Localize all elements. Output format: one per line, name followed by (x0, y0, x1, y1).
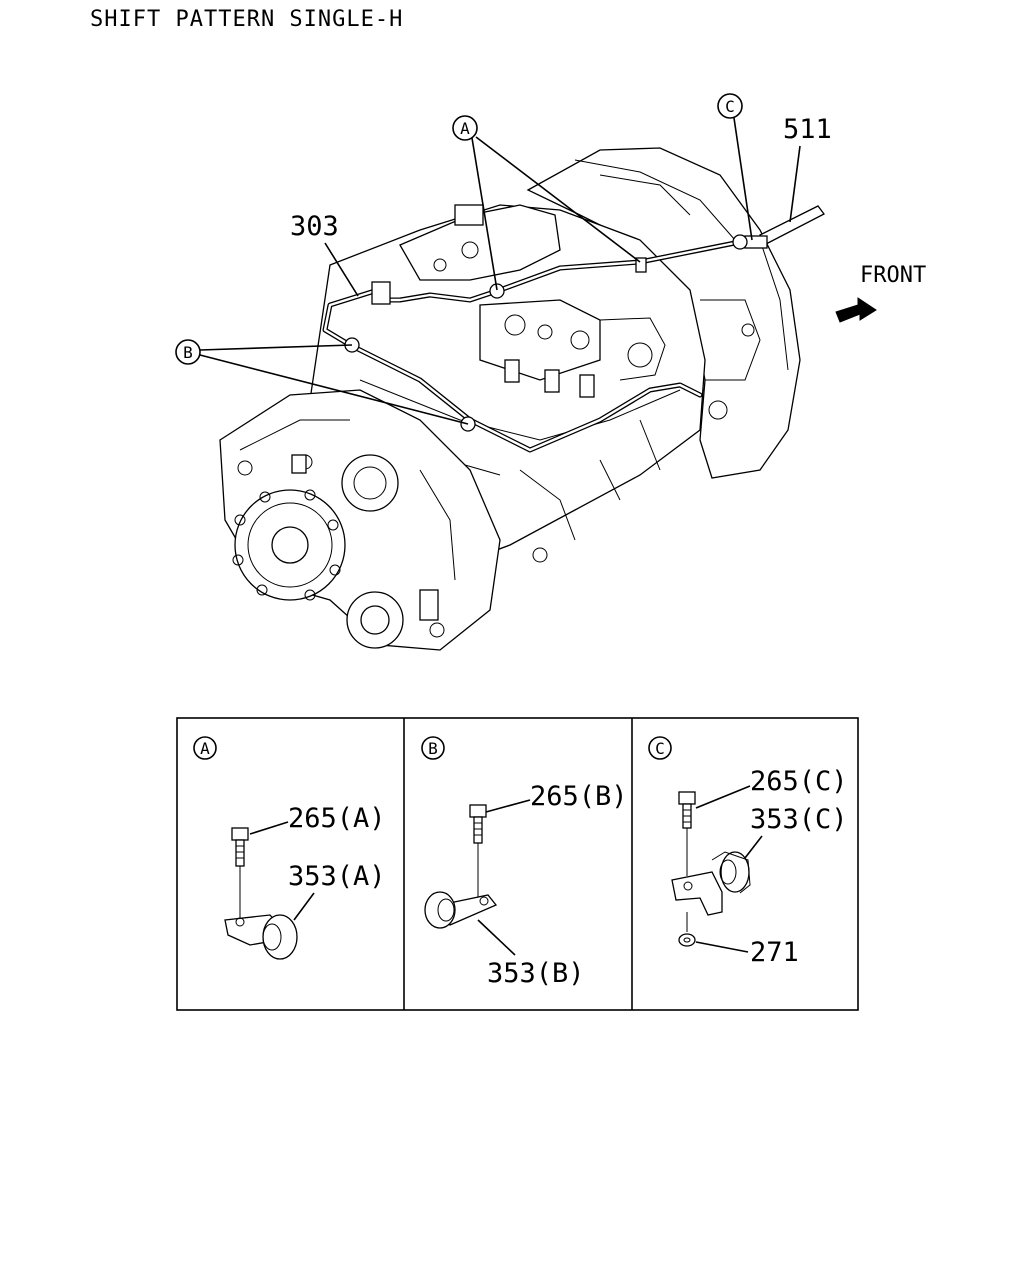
front-arrow-icon (835, 297, 877, 323)
part-label-271: 271 (750, 937, 799, 968)
detail-a: A 265(A) 353(A) (193, 736, 386, 960)
callout-b: B (175, 339, 469, 425)
clip-icon (424, 891, 498, 929)
detail-c: C 265(C) 353(C) 271 (648, 736, 848, 968)
detail-b-marker: B (428, 739, 438, 758)
bolt-icon (469, 804, 487, 898)
detail-panels (176, 717, 859, 1011)
detail-b: B 265(B) 353(B) (421, 736, 628, 989)
part-label-265b: 265(B) (530, 781, 628, 812)
detail-c-marker: C (655, 739, 665, 758)
part-label-353c: 353(C) (750, 804, 848, 835)
transmission-assembly-drawing (219, 147, 801, 651)
clip-icon (671, 851, 751, 916)
pto-flange (341, 454, 445, 649)
svg-text:A: A (460, 119, 470, 138)
cable-511 (744, 205, 825, 249)
nut-icon (678, 933, 696, 947)
detail-a-marker: A (200, 739, 210, 758)
part-label-303: 303 (290, 211, 339, 242)
clip-icon (224, 914, 298, 960)
output-flange (232, 489, 346, 601)
page-title: SHIFT PATTERN SINGLE-H (90, 7, 403, 32)
bolt-icon (678, 791, 696, 932)
front-label: FRONT (860, 263, 926, 288)
clip-location-a (489, 283, 505, 299)
part-label-353b: 353(B) (487, 958, 585, 989)
part-label-353a: 353(A) (288, 861, 386, 892)
callout-a: A (452, 115, 641, 291)
bolt-icon (231, 827, 249, 918)
clip-location-c (732, 234, 748, 250)
svg-text:C: C (725, 97, 735, 116)
svg-text:B: B (183, 343, 193, 362)
part-label-265c: 265(C) (750, 766, 848, 797)
callout-c: C (717, 93, 753, 241)
part-label-265a: 265(A) (288, 803, 386, 834)
part-label-511: 511 (783, 114, 832, 145)
